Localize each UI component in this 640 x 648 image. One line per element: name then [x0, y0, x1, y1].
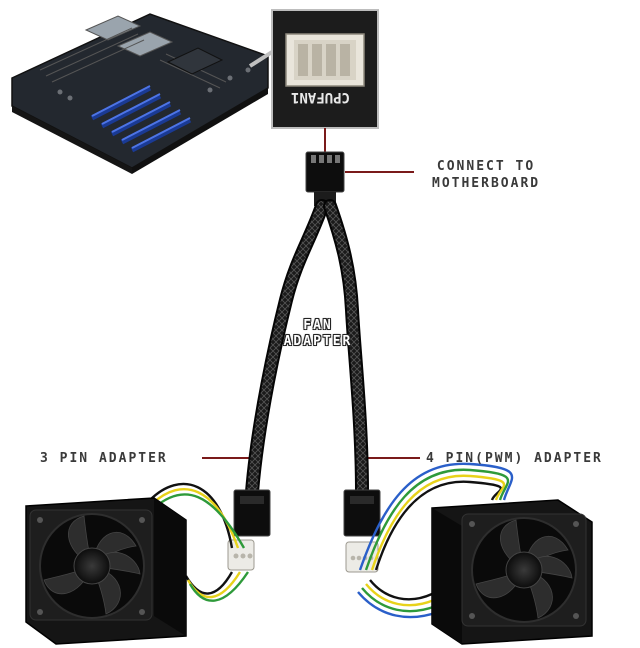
motherboard-connector — [305, 151, 345, 206]
fan-adapter-label: FAN ADAPTER — [266, 318, 370, 350]
three-pin-adapter-label: 3 PIN ADAPTER — [40, 451, 168, 466]
header-silkscreen-text: CPUFAN1 — [291, 89, 350, 105]
leader-lines — [202, 128, 420, 459]
right-fan-wires — [357, 462, 514, 619]
connect-label-line1: CONNECT TO — [436, 159, 536, 174]
y-splitter-cable — [245, 199, 369, 499]
three-pin-fan — [25, 497, 187, 645]
four-pin-connector — [343, 489, 381, 573]
fan-label-line1: FAN — [303, 318, 333, 333]
motherboard-image — [11, 13, 274, 174]
left-fan-wires — [149, 482, 249, 602]
connect-to-motherboard-label: CONNECT TO MOTHERBOARD — [432, 158, 540, 192]
fan-label-line2: ADAPTER — [283, 334, 353, 349]
three-pin-connector — [227, 489, 271, 571]
connect-label-line2: MOTHERBOARD — [432, 176, 541, 191]
four-pin-adapter-label: 4 PIN(PWM) ADAPTER — [426, 451, 603, 466]
cpufan-header-closeup: CPUFAN1 — [271, 9, 379, 129]
four-pin-fan — [431, 499, 593, 645]
